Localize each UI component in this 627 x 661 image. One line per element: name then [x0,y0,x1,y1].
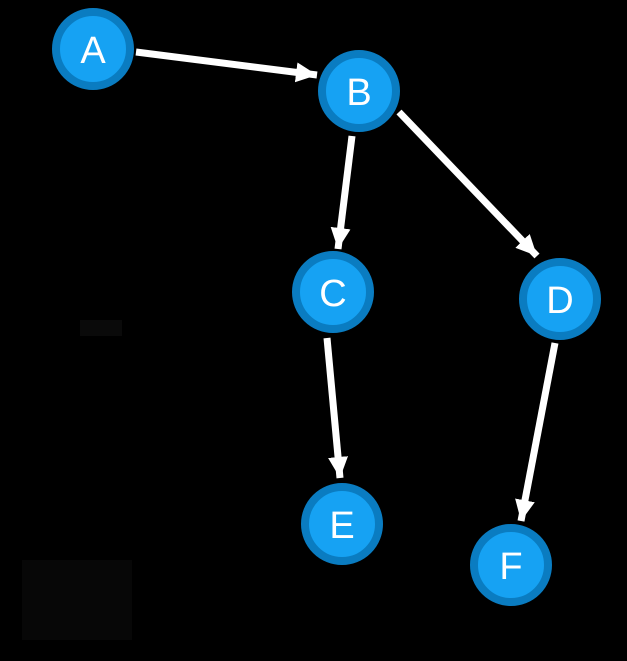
edge-b-c [330,135,356,250]
edge-d-f [515,342,559,522]
graph-node-c[interactable]: C [292,251,374,333]
node-circle-b[interactable] [318,50,400,132]
graph-node-f[interactable]: F [470,524,552,606]
edge-c-e [323,337,349,479]
edge-a-b [135,48,318,83]
edge-b-d [396,109,540,259]
node-circle-d[interactable] [519,258,601,340]
node-circle-c[interactable] [292,251,374,333]
graph-node-e[interactable]: E [301,483,383,565]
node-circle-f[interactable] [470,524,552,606]
node-circle-e[interactable] [301,483,383,565]
graph-node-a[interactable]: A [52,8,134,90]
graph-node-d[interactable]: D [519,258,601,340]
graph-node-b[interactable]: B [318,50,400,132]
node-circle-a[interactable] [52,8,134,90]
